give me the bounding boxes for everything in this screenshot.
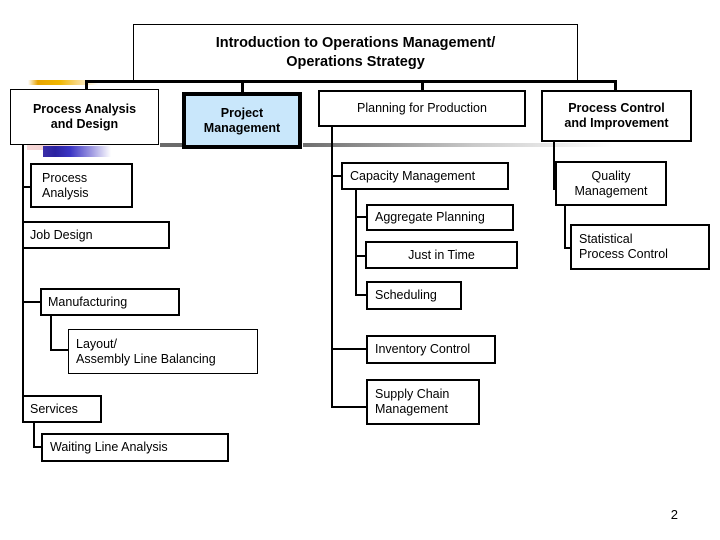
node-quality-management-label: Quality Management: [574, 168, 648, 198]
node-process-analysis-label: Process Analysis: [42, 170, 89, 200]
node-just-in-time[interactable]: Just in Time: [365, 241, 518, 269]
node-layout-assembly-line-balancing[interactable]: Layout/ Assembly Line Balancing: [68, 329, 258, 374]
connector-planning-trunk: [331, 127, 333, 408]
connector-capacity-trunk: [355, 188, 357, 296]
node-process-analysis-and-design-label: Process Analysis and Design: [32, 102, 137, 131]
node-waiting-line-analysis-label: Waiting Line Analysis: [50, 440, 168, 455]
node-manufacturing-label: Manufacturing: [48, 294, 128, 309]
node-process-control-and-improvement[interactable]: Process Control and Improvement: [541, 90, 692, 142]
connector-manufacturing-trunk: [50, 314, 52, 351]
node-services[interactable]: Services: [22, 395, 102, 423]
connector-manufacturing-to-layout: [50, 349, 70, 351]
node-capacity-management[interactable]: Capacity Management: [341, 162, 509, 190]
page-number: 2: [670, 507, 678, 522]
connector-root-to-planning: [421, 80, 424, 90]
connector-left-trunk: [22, 145, 24, 411]
connector-capacity-to-aggregate: [355, 216, 370, 218]
node-job-design-label: Job Design: [30, 227, 93, 242]
connector-root-to-project-management: [241, 80, 244, 92]
node-supply-chain-management-label: Supply Chain Management: [375, 387, 450, 416]
node-project-management[interactable]: Project Management: [182, 92, 302, 149]
connector-root-to-process-control: [614, 80, 617, 90]
animation-artifact-grey-stub: [160, 143, 183, 147]
connector-root-to-process-analysis: [85, 80, 88, 90]
node-statistical-process-control[interactable]: Statistical Process Control: [570, 224, 710, 270]
node-services-label: Services: [30, 401, 78, 416]
node-just-in-time-label: Just in Time: [408, 247, 475, 262]
node-job-design[interactable]: Job Design: [22, 221, 170, 249]
connector-planning-to-inventory: [331, 348, 369, 350]
node-waiting-line-analysis[interactable]: Waiting Line Analysis: [41, 433, 229, 462]
connector-services-trunk: [33, 421, 35, 448]
node-capacity-management-label: Capacity Management: [350, 168, 476, 183]
node-quality-management[interactable]: Quality Management: [555, 161, 667, 206]
node-inventory-control-label: Inventory Control: [375, 342, 471, 357]
node-project-management-label: Project Management: [203, 105, 281, 135]
connector-capacity-to-jit: [355, 255, 370, 257]
node-planning-for-production-label: Planning for Production: [357, 101, 487, 116]
animation-artifact-grey-line: [303, 143, 613, 147]
connector-planning-to-capacity: [331, 175, 344, 177]
node-process-control-and-improvement-label: Process Control and Improvement: [564, 101, 669, 130]
node-planning-for-production[interactable]: Planning for Production: [318, 90, 526, 127]
node-aggregate-planning-label: Aggregate Planning: [375, 210, 485, 225]
node-process-analysis[interactable]: Process Analysis: [30, 163, 133, 208]
animation-artifact-yellow-bar: [28, 80, 98, 85]
connector-left-to-process-analysis: [22, 186, 37, 188]
node-process-analysis-and-design[interactable]: Process Analysis and Design: [10, 89, 159, 145]
animation-artifact-blue-bar: [43, 146, 111, 157]
connector-capacity-to-scheduling: [355, 294, 370, 296]
animation-artifact-pink-bar: [27, 141, 85, 150]
connector-left-to-manufacturing: [22, 301, 42, 303]
node-layout-assembly-line-balancing-label: Layout/ Assembly Line Balancing: [76, 336, 216, 366]
connector-root-bus: [85, 80, 617, 83]
connector-planning-to-supply-chain: [331, 406, 369, 408]
node-aggregate-planning[interactable]: Aggregate Planning: [366, 204, 514, 231]
connector-process-control-trunk: [553, 142, 555, 190]
node-title[interactable]: Introduction to Operations Management/ O…: [133, 24, 578, 81]
node-scheduling-label: Scheduling: [375, 288, 437, 303]
node-supply-chain-management[interactable]: Supply Chain Management: [366, 379, 480, 425]
node-inventory-control[interactable]: Inventory Control: [366, 335, 496, 364]
node-scheduling[interactable]: Scheduling: [366, 281, 462, 310]
node-manufacturing[interactable]: Manufacturing: [40, 288, 180, 316]
node-title-label: Introduction to Operations Management/ O…: [215, 34, 496, 70]
node-statistical-process-control-label: Statistical Process Control: [579, 232, 668, 261]
connector-quality-trunk: [564, 204, 566, 249]
